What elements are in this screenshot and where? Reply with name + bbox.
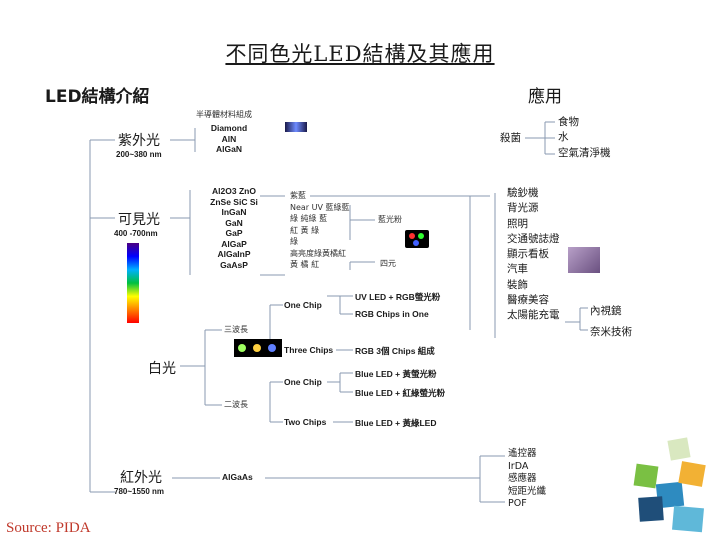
visible-color: Near UV 藍綠藍 [290, 202, 350, 212]
visible-material: InGaN [221, 207, 247, 217]
rgb-led-image [405, 230, 429, 248]
one-chip-three: One Chip [284, 300, 322, 310]
white-label: 白光 [148, 361, 176, 377]
visible-range: 400 -700nm [114, 229, 158, 238]
two-chips-desc: Blue LED + 黃綠LED [355, 418, 437, 428]
spectrum-bar [127, 243, 139, 323]
visible-materials: Al2O3 ZnO ZnSe SiC Si InGaN GaN GaP AlGa… [208, 186, 260, 270]
visible-material: Al2O3 ZnO [212, 186, 256, 196]
visible-material: ZnSe SiC Si [210, 196, 258, 207]
visible-material: AlGaP [221, 238, 247, 249]
ir-applications: 遙控器 IrDA 感應器 短距光纖 POF [508, 448, 546, 511]
three-chips-desc: RGB 3個 Chips 組成 [355, 346, 435, 356]
visible-color: 紅 黃 綠 [290, 225, 320, 235]
three-chips-label: Three Chips [284, 345, 334, 355]
two-wavelength-label: 二波長 [224, 400, 248, 409]
visible-material: AlGaInP [217, 249, 251, 259]
visible-label: 可見光 [118, 212, 160, 228]
tech-applications: 內視鏡 奈米技術 [590, 301, 632, 343]
visible-color: 綠 [290, 237, 298, 246]
visible-app-item: 顯示看板 [507, 248, 549, 261]
uv-material: Diamond [210, 123, 248, 133]
ir-app-item: IrDA [508, 460, 529, 472]
ir-app-item: 短距光纖 [508, 485, 547, 497]
visible-app-item: 照明 [507, 217, 528, 230]
visible-side-note: 四元 [380, 259, 396, 268]
visible-app-item: 醫療美容 [507, 294, 549, 307]
tech-app-item: 內視鏡 [590, 305, 622, 317]
ir-label: 紅外光 [120, 470, 162, 486]
uv-label: 紫外光 [118, 133, 160, 149]
visible-app-item: 背光源 [507, 202, 539, 215]
ir-app-item: 感應器 [508, 473, 537, 484]
three-wavelength-label: 三波長 [224, 325, 248, 334]
page-title: 不同色光LED結構及其應用 [225, 42, 495, 66]
ir-app-item: 遙控器 [508, 448, 537, 459]
uv-app-item: 食物 [558, 116, 579, 128]
visible-app-item: 裝飾 [507, 278, 528, 291]
visible-colors: 紫藍 Near UV 藍綠藍 綠 純綠 藍 紅 黃 綠 綠 高亮度綠黃橘紅 黃 … [290, 190, 350, 271]
visible-material: GaP [225, 228, 243, 238]
uv-range: 200~380 nm [116, 150, 162, 159]
display-image [568, 247, 600, 273]
visible-app-item: 太陽能充電 [507, 309, 560, 322]
visible-color: 紫藍 [290, 191, 306, 200]
visible-app-item: 汽車 [507, 263, 528, 276]
structure-heading: LED結構介紹 [45, 87, 150, 107]
visible-color: 綠 純綠 藍 [290, 214, 328, 223]
application-heading: 應用 [528, 87, 562, 107]
three-chips-image [234, 339, 282, 357]
decorative-collage [625, 435, 715, 535]
uv-applications: 食物 水 空氣清淨機 [558, 115, 611, 161]
ir-material: AlGaAs [222, 472, 253, 482]
tech-app-item: 奈米技術 [590, 326, 632, 338]
uv-material: AlN [221, 133, 237, 144]
one-chip-two-b: Blue LED + 紅綠螢光粉 [355, 388, 445, 398]
visible-color: 高亮度綠黃橘紅 [290, 248, 346, 258]
visible-material: GaN [225, 217, 243, 228]
visible-color: 黃 橘 紅 [290, 260, 320, 269]
ir-app-item: POF [508, 498, 527, 509]
uv-app-item: 空氣清淨機 [558, 146, 611, 159]
uv-app-item: 水 [558, 131, 569, 144]
one-chip-three-b: RGB Chips in One [355, 309, 429, 319]
ir-range: 780~1550 nm [114, 487, 165, 496]
one-chip-two: One Chip [284, 377, 322, 387]
visible-side-note: 藍光粉 [378, 215, 402, 224]
uv-materials: Diamond AlN AlGaN [206, 123, 252, 155]
two-chips-label: Two Chips [284, 417, 327, 427]
one-chip-two-a: Blue LED + 黃螢光粉 [355, 369, 437, 379]
one-chip-three-a: UV LED + RGB螢光粉 [355, 292, 441, 302]
visible-app-item: 驗鈔機 [507, 187, 539, 199]
uv-material: AlGaN [216, 144, 242, 154]
uv-materials-header: 半導體材料組成 [196, 110, 252, 119]
visible-material: GaAsP [220, 259, 248, 270]
visible-app-item: 交通號誌燈 [507, 232, 560, 245]
uv-led-image [285, 122, 307, 132]
uv-use: 殺菌 [500, 132, 521, 144]
visible-applications: 驗鈔機 背光源 照明 交通號誌燈 顯示看板 汽車 裝飾 醫療美容 太陽能充電 [507, 186, 560, 324]
source-label: Source: PIDA [6, 520, 91, 536]
